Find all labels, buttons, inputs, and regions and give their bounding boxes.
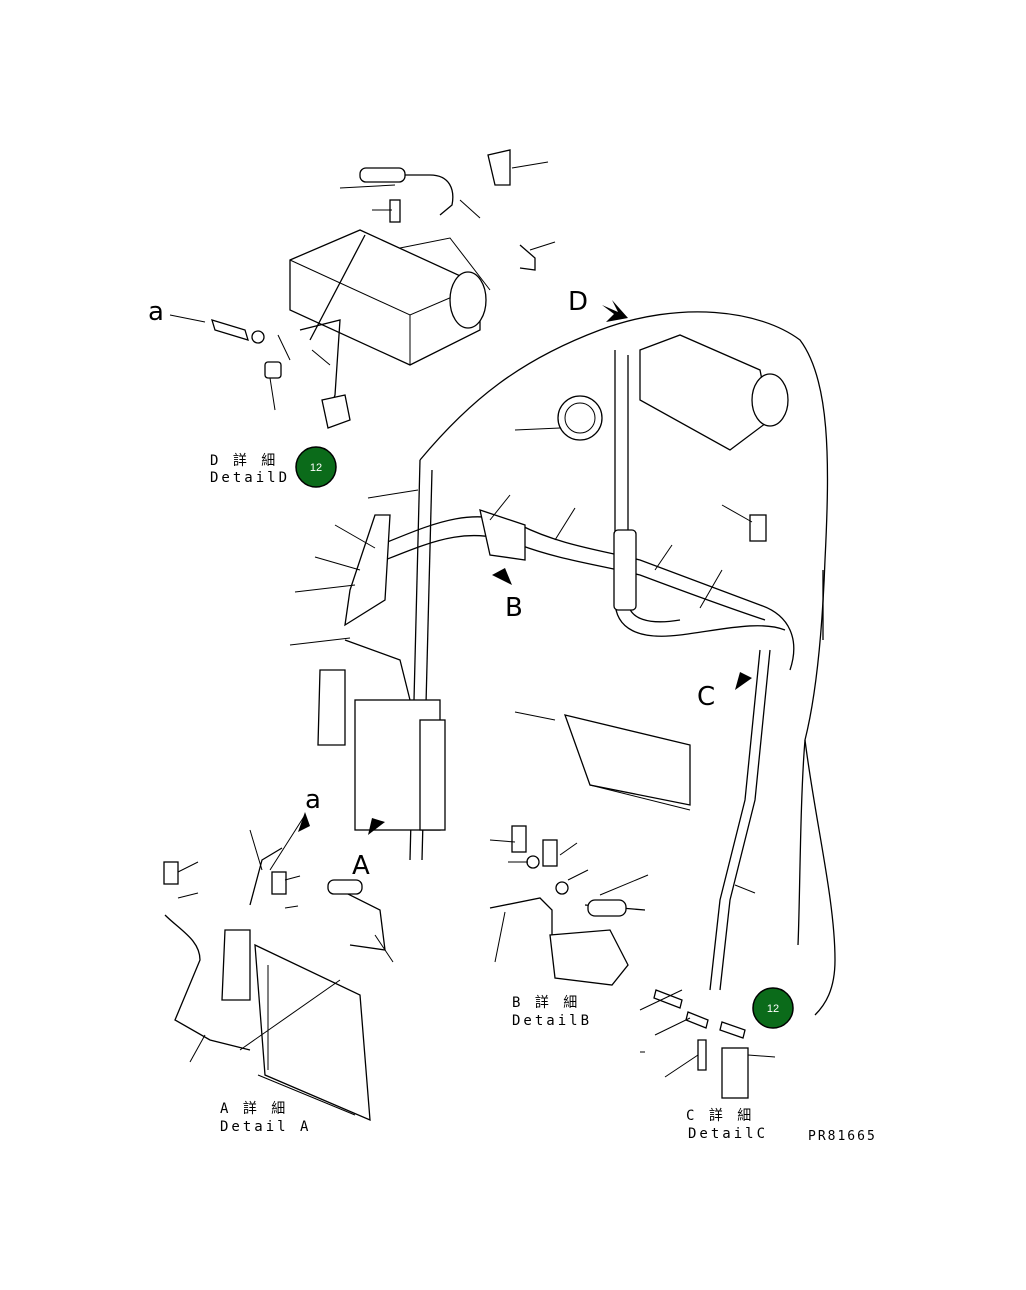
callout-c: C [697, 682, 715, 712]
detail-d-assembly [169, 149, 556, 429]
badge-bottom-circle[interactable] [752, 987, 794, 1029]
callout-a-bottom: a [305, 785, 321, 815]
callout-d: D [568, 287, 588, 317]
badge-top-number: 12 [310, 462, 322, 474]
detail-b-label-jp: B 詳 細 [512, 995, 580, 1011]
detail-b-assembly [489, 825, 649, 986]
badge-bottom[interactable]: 12 [752, 987, 794, 1029]
badge-top[interactable]: 12 [295, 446, 337, 488]
callout-a-top: a [148, 297, 164, 327]
figure-code: PR81665 [808, 1129, 877, 1144]
callout-arrows [269, 300, 752, 871]
detail-c-assembly [639, 989, 776, 1099]
detail-b-label-en: DetailB [512, 1013, 592, 1029]
detail-c-label-jp: C 詳 細 [686, 1108, 754, 1124]
callout-a-big: A [352, 851, 370, 881]
detail-a-label-jp: A 詳 細 [220, 1101, 288, 1117]
detail-d-label-en: DetailD [210, 470, 290, 486]
badge-bottom-number: 12 [767, 1003, 779, 1015]
detail-d-label-jp: D 詳 細 [210, 453, 278, 469]
detail-a-label-en: Detail A [220, 1119, 311, 1135]
detail-c-label-en: DetailC [688, 1126, 768, 1142]
callout-b: B [505, 593, 523, 623]
detail-a-assembly [163, 829, 394, 1122]
main-refrigerant-routing [289, 334, 795, 991]
badge-top-circle[interactable] [295, 446, 337, 488]
